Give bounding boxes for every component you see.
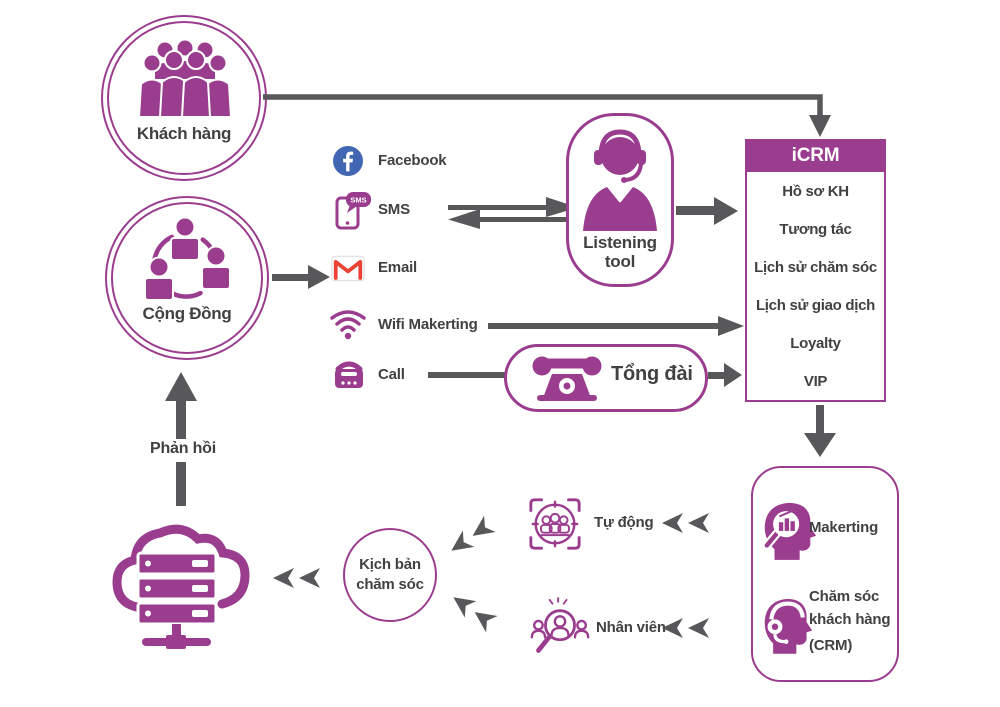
customers-label: Khách hàng — [136, 124, 232, 143]
arrow-listening-to-icrm — [676, 197, 738, 225]
connector-customers-to-icrm — [263, 94, 831, 137]
chevrons-to-automation — [662, 513, 709, 533]
sms-label: SMS — [378, 201, 410, 218]
wifi-icon — [330, 310, 366, 340]
email-label: Email — [378, 259, 418, 276]
call-icon — [335, 361, 363, 388]
staff-icon — [530, 597, 590, 653]
exchange-arrows — [448, 197, 578, 229]
icrm-item: Hồ sơ KH — [782, 182, 849, 200]
icrm-body: Hồ sơ KH Tương tác Lịch sử chăm sóc Lịch… — [745, 172, 886, 402]
wifi-label: Wifi Makerting — [378, 316, 478, 333]
chevrons-to-staff — [662, 618, 709, 638]
line-call-to-callcenter — [428, 372, 506, 378]
people-group-icon — [137, 40, 233, 118]
feedback-arrow-up — [165, 372, 197, 439]
facebook-icon — [333, 146, 363, 176]
call-center-pill: Tổng đài — [504, 344, 708, 412]
feedback-label: Phản hồi — [150, 440, 216, 457]
listening-tool-label: Listening tool — [583, 233, 657, 271]
care-head-icon — [764, 598, 813, 654]
sms-bubble-text: SMS — [350, 196, 366, 205]
automation-icon — [529, 498, 581, 550]
staff-label: Nhân viên — [596, 619, 666, 636]
arrow-icrm-down — [804, 405, 836, 457]
facebook-label: Facebook — [378, 152, 447, 169]
chevrons-scenario-to-cloud — [273, 568, 320, 588]
cloud-server-icon — [112, 524, 250, 649]
email-icon — [331, 255, 365, 282]
customers-inner-ring — [107, 21, 261, 175]
icrm-item: VIP — [803, 372, 828, 390]
community-label: Cộng Đồng — [142, 304, 232, 323]
call-label: Call — [378, 366, 405, 383]
listening-tool-card: Listening tool — [566, 113, 674, 287]
marketing-head-icon — [762, 502, 817, 560]
community-icon — [144, 216, 231, 301]
icrm-item: Lịch sử chăm sóc — [754, 258, 877, 276]
community-inner-ring — [111, 202, 263, 354]
marketing-label: Makerting — [809, 519, 879, 536]
icrm-item: Loyalty — [790, 334, 841, 352]
call-center-label: Tổng đài — [611, 363, 693, 385]
icrm-box: iCRM Hồ sơ KH Tương tác Lịch sử chăm sóc… — [745, 139, 886, 402]
automation-label: Tự động — [594, 514, 654, 531]
chevrons-staff-to-scenario — [453, 597, 498, 633]
sms-icon: SMS — [335, 192, 371, 230]
headset-person-icon — [583, 129, 657, 231]
output-box: Makerting Chăm sóc khách hàng (CRM) — [751, 466, 899, 682]
care-label: Chăm sóc khách hàng (CRM) — [809, 588, 891, 654]
arrow-callcenter-to-icrm — [708, 363, 742, 387]
icrm-item: Tương tác — [779, 220, 852, 238]
chevrons-automation-to-scenario — [451, 515, 496, 551]
feedback-arrow-shaft — [176, 462, 186, 506]
arrow-wifi-to-icrm — [488, 316, 744, 336]
icrm-item: Lịch sử giao dịch — [755, 296, 876, 314]
customers-node: Khách hàng — [101, 15, 267, 181]
telephone-icon — [532, 356, 602, 401]
community-node: Cộng Đồng — [105, 196, 269, 360]
arrow-community-to-channels — [272, 265, 330, 289]
scenario-circle: Kịch bản chăm sóc — [343, 528, 437, 622]
icrm-header: iCRM — [745, 139, 886, 172]
